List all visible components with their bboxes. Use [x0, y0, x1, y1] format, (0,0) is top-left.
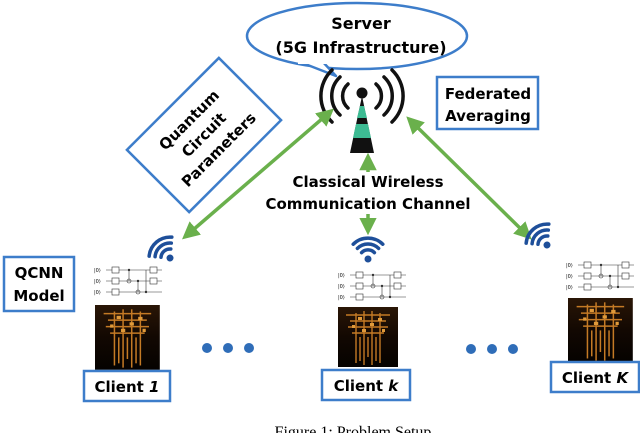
- client-K-label: Client K: [562, 369, 630, 387]
- arrow-right: [406, 116, 532, 240]
- channel-label-line1: Classical Wireless: [292, 173, 443, 191]
- quantum-chip-image: [567, 297, 634, 364]
- quantum-chip-image: [94, 304, 161, 371]
- antenna-tower-icon: [319, 68, 405, 153]
- server-sublabel: (5G Infrastructure): [275, 38, 446, 57]
- qcnn-label-line1: QCNN: [15, 264, 64, 282]
- quantum-circuit-diagram: [565, 261, 635, 292]
- wifi-icon: [351, 236, 385, 265]
- ellipsis-dots-right: [466, 344, 518, 354]
- arrow-left: [182, 108, 334, 240]
- client-1-device: [93, 266, 163, 371]
- client-1-label: Client 1: [95, 378, 160, 396]
- ellipsis-dots-left: [202, 343, 254, 353]
- figure-caption: Figure 1: Problem Setup: [275, 424, 432, 433]
- qcnn-model-box: QCNN Model: [2, 255, 76, 313]
- federated-label-line1: Federated: [445, 85, 531, 103]
- client-k-label: Client k: [334, 377, 400, 395]
- quantum-chip-image: [337, 306, 399, 368]
- channel-label-line2: Communication Channel: [265, 195, 470, 213]
- quantum-circuit-diagram: [93, 266, 163, 297]
- client-k-label-box: Client k: [320, 368, 412, 402]
- wifi-icon: [520, 217, 563, 259]
- qcnn-label-line2: Model: [13, 287, 64, 305]
- server-label: Server: [331, 14, 391, 33]
- wifi-icon: [143, 230, 186, 272]
- client-k-device: [337, 271, 407, 368]
- server-bubble: Server (5G Infrastructure): [245, 1, 469, 78]
- federated-averaging-box: Federated Averaging: [435, 75, 540, 131]
- channel-label: Classical Wireless Communication Channel: [265, 172, 471, 214]
- federated-label-line2: Averaging: [445, 107, 531, 125]
- quantum-circuit-parameters-box: Quantum Circuit Parameters: [125, 56, 283, 214]
- client-K-label-box: Client K: [549, 360, 640, 394]
- quantum-circuit-diagram: [337, 271, 407, 302]
- client-K-device: [565, 261, 635, 364]
- client-1-label-box: Client 1: [82, 369, 172, 403]
